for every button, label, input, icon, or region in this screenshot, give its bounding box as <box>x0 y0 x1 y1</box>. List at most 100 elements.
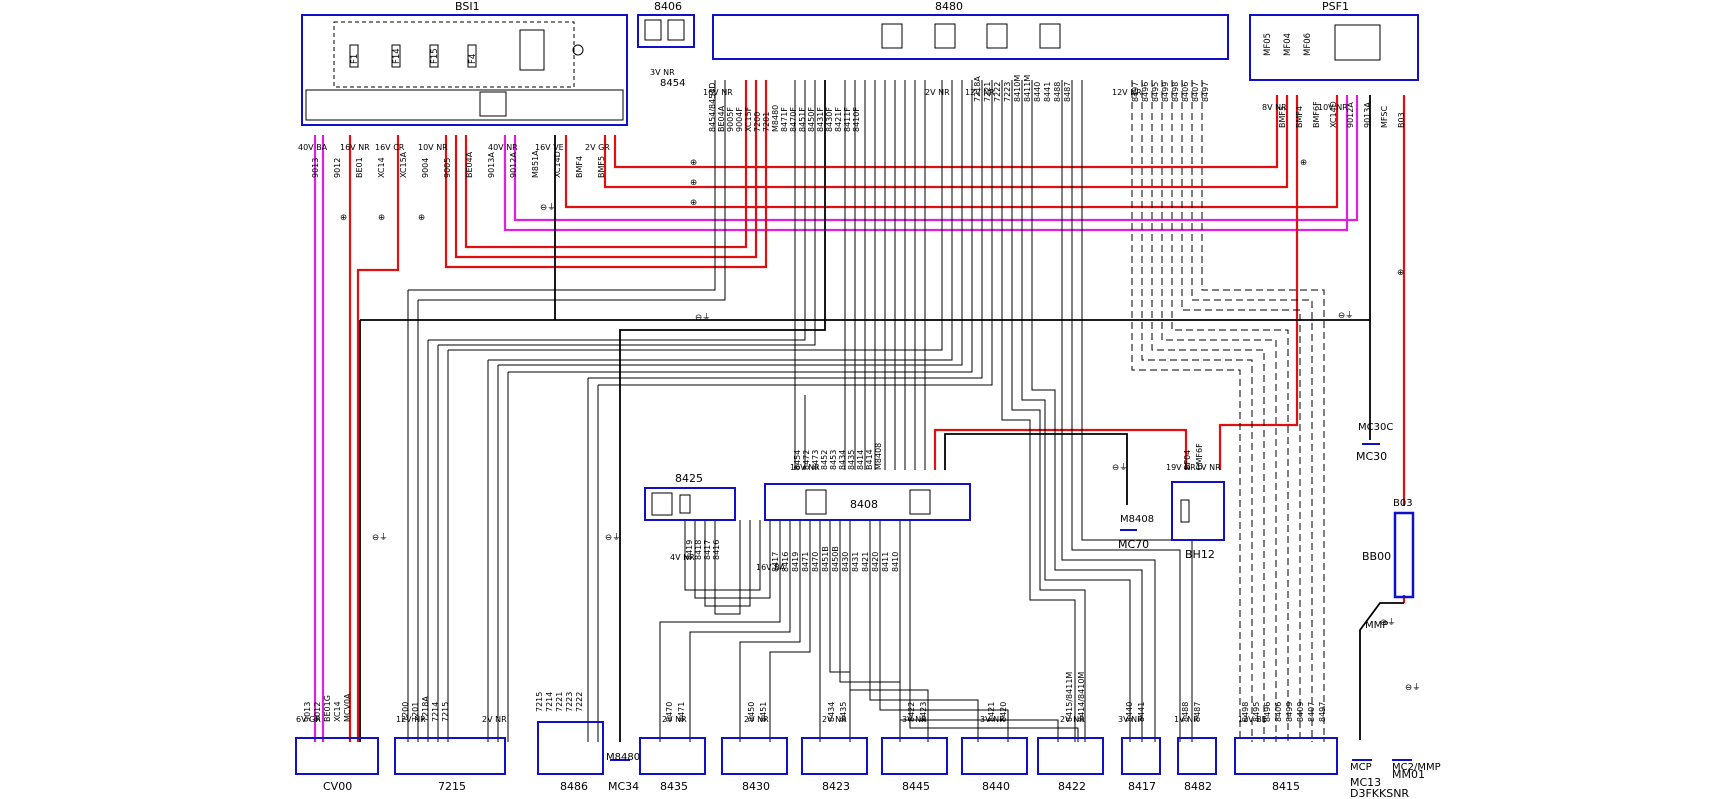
8415-wire-label: 8409 <box>1296 702 1305 722</box>
conn-8480a: 16V NR <box>703 88 733 97</box>
bsi-wire-label: BMF4 <box>575 156 584 178</box>
8486-wire-label: 7223 <box>565 692 574 712</box>
8408-wire-label: B414 <box>865 449 874 470</box>
mc34-label: MC34 <box>608 780 639 793</box>
c8480-label: 8480 <box>935 0 963 13</box>
bsi-wire-label: 9005 <box>443 158 452 178</box>
bh12-label: BH12 <box>1185 548 1215 561</box>
8415-wire-label: 8496 <box>1263 702 1272 722</box>
8408-wire-label: 8471 <box>801 552 810 572</box>
bsi-wire-label: 9004 <box>421 158 430 178</box>
7215-wire-label: 7215 <box>441 702 450 722</box>
bsi-wire-label: XC14 <box>377 157 386 178</box>
8440-wire-label: 8421 <box>987 702 996 722</box>
conn-8408a: 16V NR <box>790 463 820 472</box>
psf-wire-label: 9013A <box>1363 102 1372 128</box>
8480-wire-label: 8431F <box>816 107 825 132</box>
8480-wire-label: 8406 <box>1181 82 1190 102</box>
8480-wire-label: 7200 <box>753 112 762 132</box>
c8425-label: 8425 <box>675 472 703 485</box>
conn-psf-a: 8V NR <box>1262 103 1287 112</box>
psf1-box <box>1249 14 1419 81</box>
conn-bsi-left: 40V BA <box>298 143 328 152</box>
fuse-label: MF06 <box>1303 33 1313 56</box>
8480-wire-label: 7222 <box>993 82 1002 102</box>
conn-bsi-c16ve: 16V VE <box>535 143 564 152</box>
conn-bsi-c40: 40V NR <box>488 143 518 152</box>
c8406-box <box>637 14 695 48</box>
8480-wire-label: 8430F <box>825 107 834 132</box>
black-wires <box>359 80 1404 742</box>
mc30-label: MC30 <box>1356 450 1387 463</box>
8482-wire-label: 8488 <box>1181 702 1190 722</box>
8425-wire-label: 8419 <box>685 540 694 560</box>
8408-wire-label: 8454 <box>793 450 802 470</box>
bb00-label: BB00 <box>1362 550 1391 563</box>
conn-8406: 3V NR <box>650 68 675 77</box>
c8425-box <box>644 487 736 521</box>
8415-wire-label: 8497 <box>1318 702 1327 722</box>
ref-code: D3FKKSNR <box>1350 787 1409 799</box>
c7215-label: 7215 <box>438 780 466 793</box>
8435-wire-label: 8471 <box>677 702 686 722</box>
bsi-wire-label: XC14D <box>553 151 562 178</box>
8408-wire-label: 8414 <box>856 450 865 470</box>
7215-wire-label: 7214 <box>431 702 440 722</box>
bsi-wire-label: 9012 <box>333 158 342 178</box>
conn-8415: 12V BE <box>1238 715 1267 724</box>
mm01-label: MM01 <box>1392 768 1425 781</box>
ground-marker: ⊖⏚ <box>372 533 388 543</box>
8408-wire-label: 8416 <box>781 552 790 572</box>
ground-symbols <box>610 443 1412 761</box>
cv00-wire-label: XC14 <box>333 701 342 722</box>
8408-wire-label: 8450B <box>831 546 840 572</box>
magenta-wires <box>313 95 1359 742</box>
conn-7215: 12V NR <box>396 715 426 724</box>
8480-wire-label: 9005F <box>726 107 735 132</box>
8480-wire-label: 8410F <box>852 107 861 132</box>
psf1-label: PSF1 <box>1322 0 1349 13</box>
bsi1-fuses <box>349 29 584 71</box>
conn-8480b: 2V NR <box>925 88 950 97</box>
8480-wire-label: 8496 <box>1141 82 1150 102</box>
c8486-label: 8486 <box>560 780 588 793</box>
c8440-label: 8440 <box>982 780 1010 793</box>
8422-wire-label: 8415/8411M <box>1065 672 1074 722</box>
8480-wire-label: 8497 <box>1201 82 1210 102</box>
8408-wire-label: 8451B <box>821 546 830 572</box>
plus-marker: ⊕ <box>1300 158 1307 168</box>
mc2mmp-label: MC2/MMP <box>1392 762 1441 773</box>
8445-wire-label: 8423 <box>919 702 928 722</box>
bsi-wire-label: BMF5 <box>597 156 606 178</box>
conn-8417: 3V NR <box>1118 715 1143 724</box>
mcp-label: MCP <box>1350 762 1372 773</box>
bottom-boxes <box>295 721 1338 775</box>
bsi-wire-label: 9013A <box>487 152 496 178</box>
8408-wire-label: 8430 <box>841 552 850 572</box>
8480-wire-label: 9004F <box>735 107 744 132</box>
plus-marker: ⊕ <box>690 198 697 208</box>
8480-wire-label: 8421F <box>834 107 843 132</box>
8480-wire-label: 7221 <box>983 82 992 102</box>
8408-wire-label: 8435 <box>847 450 856 470</box>
bsi1-label: BSI1 <box>455 0 480 13</box>
bh12-box <box>1171 481 1225 541</box>
8440-wire-label: 8420 <box>999 702 1008 722</box>
conn-8445: 3V NR <box>902 715 927 724</box>
ground-marker: ⊖⏚ <box>605 533 621 543</box>
b03-label: B03 <box>1393 498 1413 509</box>
conn-bsi-c16: 16V NR <box>340 143 370 152</box>
8415-wire-label: 8407 <box>1307 702 1316 722</box>
8480-wire-label: 8499 <box>1161 82 1170 102</box>
fuse-label: F14 <box>392 48 402 64</box>
conn-bsi-c2: 2V GR <box>585 143 610 152</box>
8423-wire-label: 8434 <box>827 702 836 722</box>
8408-wire-label: 8473 <box>811 450 820 470</box>
8486-wire-label: 7214 <box>545 692 554 712</box>
plus-marker: ⊕ <box>690 158 697 168</box>
bh12-wire-label: BF04 <box>1183 450 1192 470</box>
8480-wire-label: 8470F <box>789 107 798 132</box>
bsi-wire-label: M851A <box>531 150 540 178</box>
c8482-label: 8482 <box>1184 780 1212 793</box>
